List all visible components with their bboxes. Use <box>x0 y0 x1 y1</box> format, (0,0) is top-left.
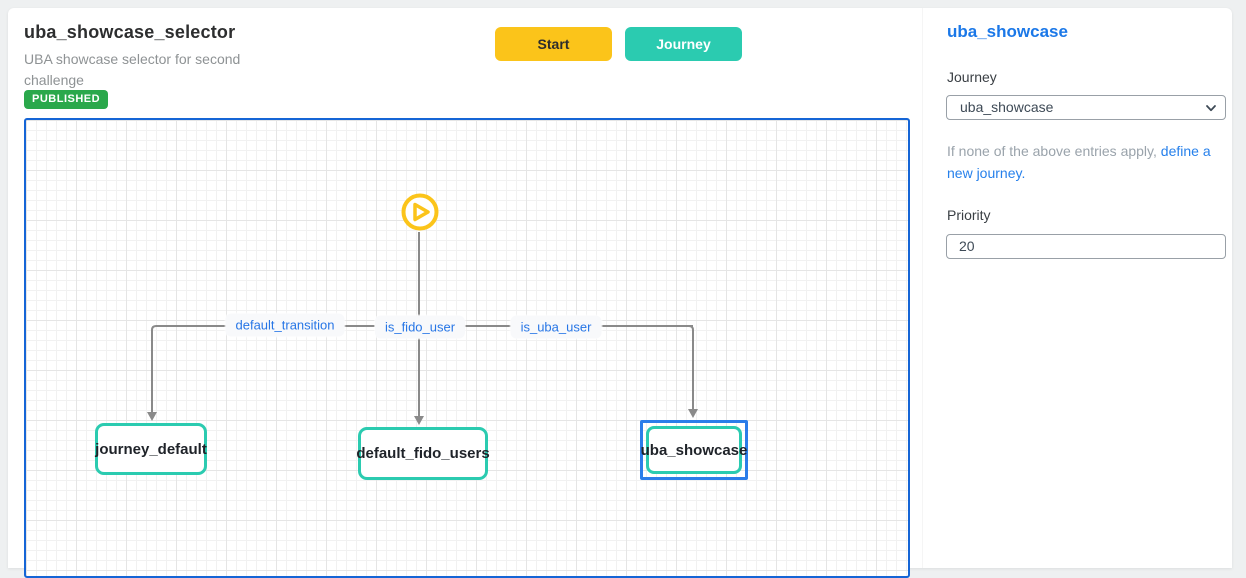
status-badge: PUBLISHED <box>24 90 109 109</box>
edge-label-is-fido-user[interactable]: is_fido_user <box>374 315 466 339</box>
start-node[interactable] <box>400 192 440 232</box>
node-details-panel: uba_showcase Journey uba_showcase If non… <box>922 8 1232 568</box>
main-card: uba_showcase_selector UBA showcase selec… <box>8 8 1232 578</box>
panel-title: uba_showcase <box>947 22 1068 41</box>
node-journey-default[interactable]: journey_default <box>95 423 207 475</box>
node-default-fido-users[interactable]: default_fido_users <box>356 427 490 480</box>
journey-field-label: Journey <box>947 69 997 85</box>
play-icon <box>401 193 439 231</box>
edge-label-is-uba-user[interactable]: is_uba_user <box>510 315 602 339</box>
flow-connectors <box>147 232 698 425</box>
hint-static-text: If none of the above entries apply, <box>947 143 1161 159</box>
journey-select-wrap: uba_showcase <box>946 95 1226 120</box>
priority-input[interactable] <box>946 234 1226 259</box>
journey-hint-text: If none of the above entries apply, defi… <box>947 140 1229 184</box>
flow-canvas[interactable]: default_transition is_fido_user is_uba_u… <box>24 118 910 578</box>
journey-select[interactable]: uba_showcase <box>946 95 1226 120</box>
page-title: uba_showcase_selector <box>24 22 236 42</box>
node-selection-box: uba_showcase <box>640 420 748 480</box>
start-button[interactable]: Start <box>495 27 612 61</box>
define-new-journey-link[interactable]: define a new journey. <box>947 143 1211 181</box>
edge-label-default-transition[interactable]: default_transition <box>225 313 345 337</box>
journey-button[interactable]: Journey <box>625 27 742 61</box>
node-uba-showcase[interactable]: uba_showcase <box>641 426 747 474</box>
priority-field-label: Priority <box>947 207 991 223</box>
page-subtitle: UBA showcase selector for second challen… <box>24 51 241 88</box>
